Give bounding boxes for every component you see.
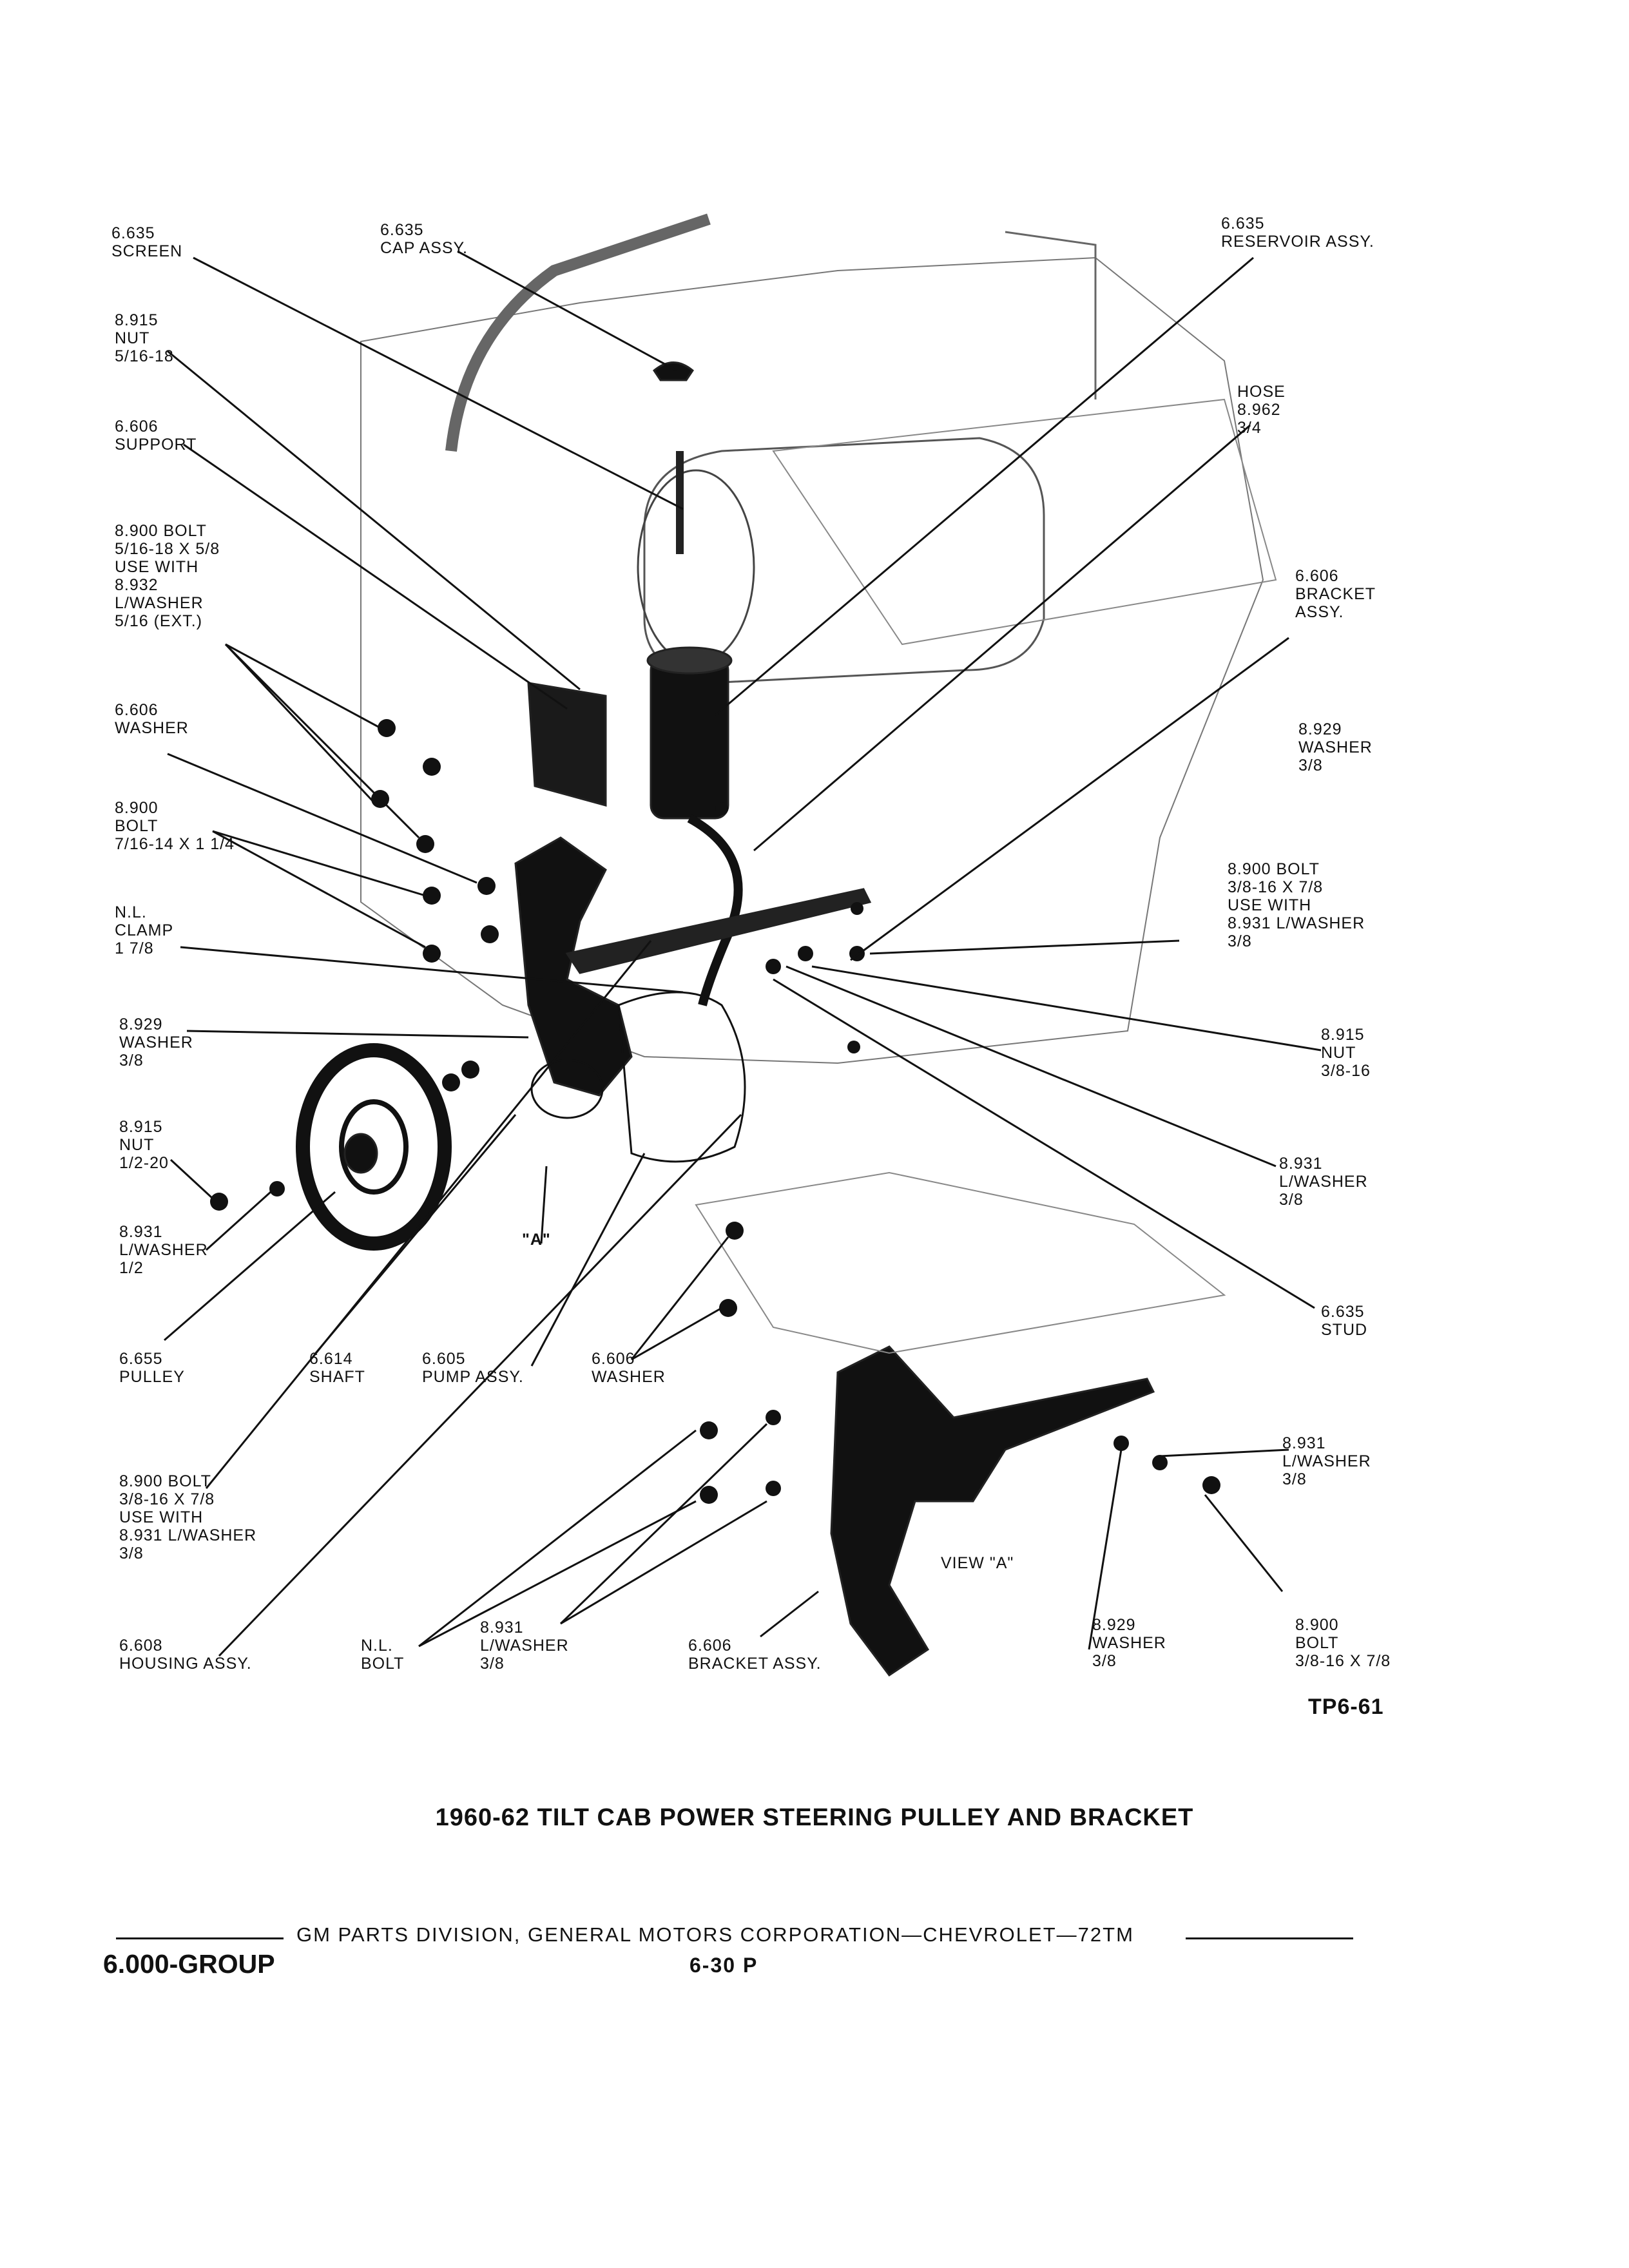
footer-rule-left: [116, 1937, 284, 1939]
footer-credit: GM PARTS DIVISION, GENERAL MOTORS CORPOR…: [296, 1923, 1134, 1946]
cap-assy: [653, 361, 694, 381]
figure-id: TP6-61: [1308, 1695, 1384, 1719]
footer-rule-right: [1186, 1937, 1353, 1939]
oil-fill-tube: [445, 213, 711, 452]
frame-rail: [695, 1171, 1226, 1354]
reservoir-top: [646, 646, 733, 675]
reservoir-assy: [650, 656, 729, 820]
callout-nl-bolt: N.L.BOLT: [361, 1637, 405, 1673]
pulley: [296, 1043, 452, 1251]
pump-assy: [617, 991, 746, 1163]
callout-view-a: VIEW "A": [941, 1554, 1014, 1572]
page-title: 1960-62 TILT CAB POWER STEERING PULLEY A…: [435, 1804, 1194, 1831]
support-plate: [527, 682, 607, 807]
intake-pipe: [1005, 231, 1097, 399]
pump-bracket: [514, 836, 633, 1097]
callout-view-a-marker: "A": [522, 1231, 551, 1249]
valve-cover: [772, 398, 1277, 646]
air-cleaner: [643, 437, 1045, 684]
leader-lines: [164, 250, 1322, 1657]
footer-group: 6.000-GROUP: [103, 1949, 275, 1979]
hose: [687, 814, 743, 1006]
view-a-bracket: [830, 1345, 1155, 1677]
air-cleaner-end: [637, 469, 755, 665]
engine-outline: [360, 256, 1264, 1064]
footer-page-number: 6-30 P: [689, 1954, 758, 1977]
